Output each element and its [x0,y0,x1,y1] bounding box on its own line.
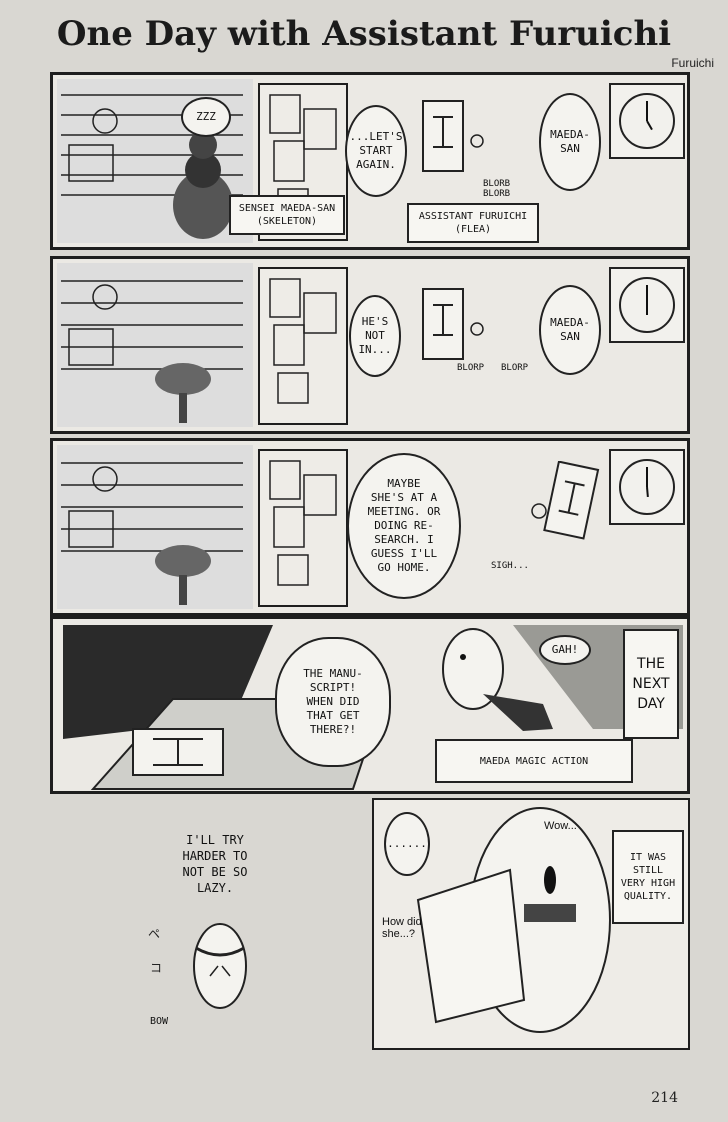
bubble-gah: GAH! [539,635,591,665]
author-credit: Furuichi [671,56,714,70]
drawing-board-panel [258,267,348,425]
flea-with-manuscript [531,461,600,540]
strip-4: THE MANU- SCRIPT! WHEN DID THAT GET THER… [50,616,690,794]
caption-assistant: ASSISTANT FURUICHI (FLEA) [407,203,539,243]
bubble-manuscript: THE MANU- SCRIPT! WHEN DID THAT GET THER… [275,637,391,767]
clock-face-icon [619,277,675,333]
manuscript-icon [422,100,484,172]
sfx-sigh: SIGH... [491,561,529,571]
bubble-maeda-san: MAEDA- SAN [539,285,601,375]
bubble-dots: ...... [384,812,430,876]
clock-panel-1 [609,83,685,159]
svg-text:ペ: ペ [148,927,160,941]
caption-magic-action: MAEDA MAGIC ACTION [435,739,633,783]
sfx-blorp-2: BLORP [501,363,529,373]
caption-high-quality: IT WAS STILL VERY HIGH QUALITY. [612,830,684,924]
strip-2: HE'S NOT IN... MAEDA- SAN BLORP BLORP [50,256,690,434]
sfx-blorb: BLORB BLORB [483,179,511,199]
caption-sensei: SENSEI MAEDA-SAN (SKELETON) [229,195,345,235]
bubble-not-in: HE'S NOT IN... [349,295,401,377]
clock-face-icon [619,459,675,515]
final-panel: ...... Wow... How did she...? IT WAS STI… [372,798,690,1050]
drawing-board-panel [258,449,348,607]
bowing-flea: ペ コ [148,923,247,1009]
caption-next-day: THE NEXT DAY [623,629,679,739]
clock-panel-2 [609,267,685,343]
sfx-blorp-1: BLORP [457,363,485,373]
clock-face-icon [619,93,675,149]
bubble-maeda-san: MAEDA- SAN [539,93,601,191]
svg-text:コ: コ [150,961,162,975]
page-title: One Day with Assistant Furuichi [56,14,672,54]
sfx-bow: BOW [150,1016,169,1027]
manuscript-icon [422,288,484,360]
desk-scene-3 [57,445,253,609]
flea-reading-manuscript [416,807,611,1033]
desk-scene-2 [57,263,253,427]
sfx-wow: Wow... [544,820,577,832]
desk-scene-1 [57,79,253,243]
text-how-did-she: How did she...? [382,916,422,940]
strip-1: ZZZ ...LET'S START AGAIN. MAEDA- SAN BLO… [50,72,690,250]
bubble-meeting: MAYBE SHE'S AT A MEETING. OR DOING RE- S… [347,453,461,599]
text-try-harder: I'LL TRY HARDER TO NOT BE SO LAZY. [182,833,248,895]
clock-panel-3 [609,449,685,525]
bubble-start-again: ...LET'S START AGAIN. [345,105,407,197]
strip-3: MAYBE SHE'S AT A MEETING. OR DOING RE- S… [50,438,690,616]
page-number: 214 [651,1090,678,1106]
bubble-zzz: ZZZ [181,97,231,137]
